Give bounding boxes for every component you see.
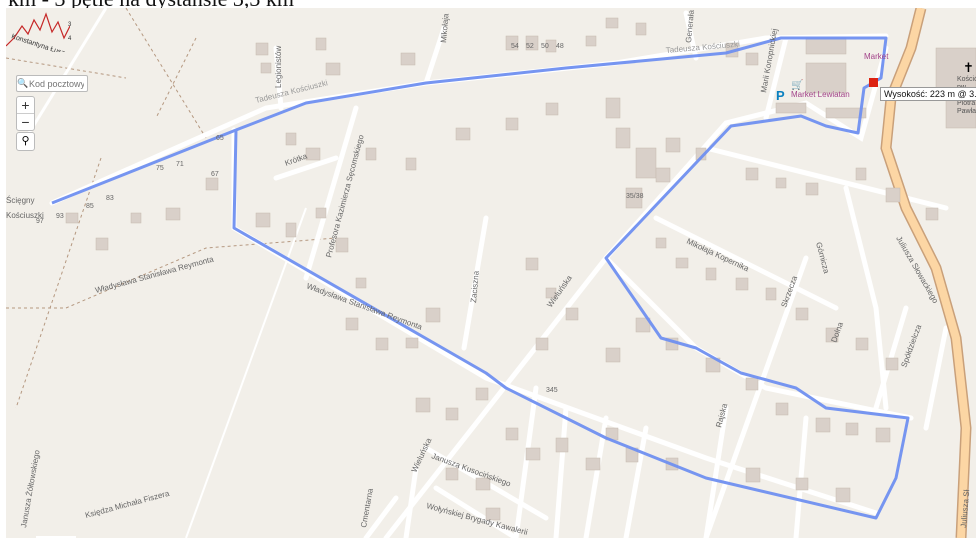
market-poi: 🛒 Market Lewiatan — [791, 80, 850, 100]
postal-code-search[interactable]: 🔍 — [16, 75, 88, 92]
svg-text:48: 48 — [556, 43, 564, 50]
search-icon: 🔍 — [17, 78, 29, 88]
church-icon: ✝ — [963, 60, 974, 75]
elevation-tooltip: Wysokość: 223 m @ 3.3 km — [880, 87, 976, 101]
svg-text:Mikołaja: Mikołaja — [439, 13, 451, 44]
svg-text:Górnicza: Górnicza — [814, 241, 831, 275]
svg-text:Wołyńskiej Brygady Kawalerii: Wołyńskiej Brygady Kawalerii — [425, 501, 528, 537]
svg-text:93: 93 — [56, 213, 64, 220]
svg-text:75: 75 — [156, 165, 164, 172]
elevation-profile: Konstantyna Łuszczyka — [6, 12, 70, 52]
svg-text:54: 54 — [511, 43, 519, 50]
shopping-cart-icon: 🛒 — [791, 80, 804, 91]
map-canvas[interactable]: Tadeusza Kościuszki Tadeusza Kościuszki … — [6, 8, 976, 538]
svg-text:Władysława Stanisława Reymonta: Władysława Stanisława Reymonta — [94, 254, 215, 294]
svg-text:Spółdzielcza: Spółdzielcza — [899, 323, 923, 369]
position-marker — [869, 78, 878, 87]
svg-text:83: 83 — [106, 195, 114, 202]
postal-code-input[interactable] — [29, 78, 84, 89]
svg-text:Wieluńska: Wieluńska — [410, 436, 434, 474]
map-layer: Tadeusza Kościuszki Tadeusza Kościuszki … — [6, 8, 976, 538]
svg-text:50: 50 — [541, 43, 549, 50]
svg-text:Księdza Michała Fiszera: Księdza Michała Fiszera — [84, 489, 171, 520]
svg-text:97: 97 — [36, 218, 44, 225]
svg-text:Ścięgny: Ścięgny — [6, 196, 34, 205]
page-title: km - 3 pętle na dystansie 3,3 km — [8, 0, 294, 12]
svg-text:Władysława Stanisława Reymonta: Władysława Stanisława Reymonta — [305, 281, 423, 331]
svg-text:Generała: Generała — [684, 9, 696, 43]
svg-text:52: 52 — [526, 43, 534, 50]
svg-text:Juliusza Sł: Juliusza Sł — [959, 489, 971, 528]
svg-text:35/38: 35/38 — [626, 193, 644, 200]
svg-text:Legionistów: Legionistów — [274, 46, 283, 88]
svg-text:85: 85 — [86, 203, 94, 210]
location-pin-icon: ⚲ — [21, 135, 30, 147]
svg-text:Janusza Żółtowskiego: Janusza Żółtowskiego — [19, 449, 42, 529]
svg-text:Janusza Kusocińskiego: Janusza Kusocińskiego — [430, 451, 512, 488]
svg-text:Krótka: Krótka — [284, 151, 309, 168]
zoom-control: + − — [16, 96, 35, 131]
svg-text:65: 65 — [216, 135, 224, 142]
svg-text:Cmentarna: Cmentarna — [359, 487, 375, 528]
zoom-in-button[interactable]: + — [17, 97, 34, 114]
locate-button[interactable]: ⚲ — [16, 132, 35, 151]
svg-text:345: 345 — [546, 387, 558, 394]
svg-text:Zaciszna: Zaciszna — [469, 270, 481, 303]
svg-text:71: 71 — [176, 161, 184, 168]
svg-text:Dolna: Dolna — [829, 320, 845, 343]
parking-icon: P — [776, 88, 785, 103]
zoom-out-button[interactable]: − — [21, 114, 30, 130]
svg-text:Kościuszki: Kościuszki — [6, 211, 44, 220]
svg-text:Mikołaja Kopernika: Mikołaja Kopernika — [685, 237, 751, 274]
svg-text:67: 67 — [211, 171, 219, 178]
svg-text:Konstantyna Łuszczyka: Konstantyna Łuszczyka — [10, 33, 70, 52]
market-poi-2: Market — [864, 52, 889, 61]
